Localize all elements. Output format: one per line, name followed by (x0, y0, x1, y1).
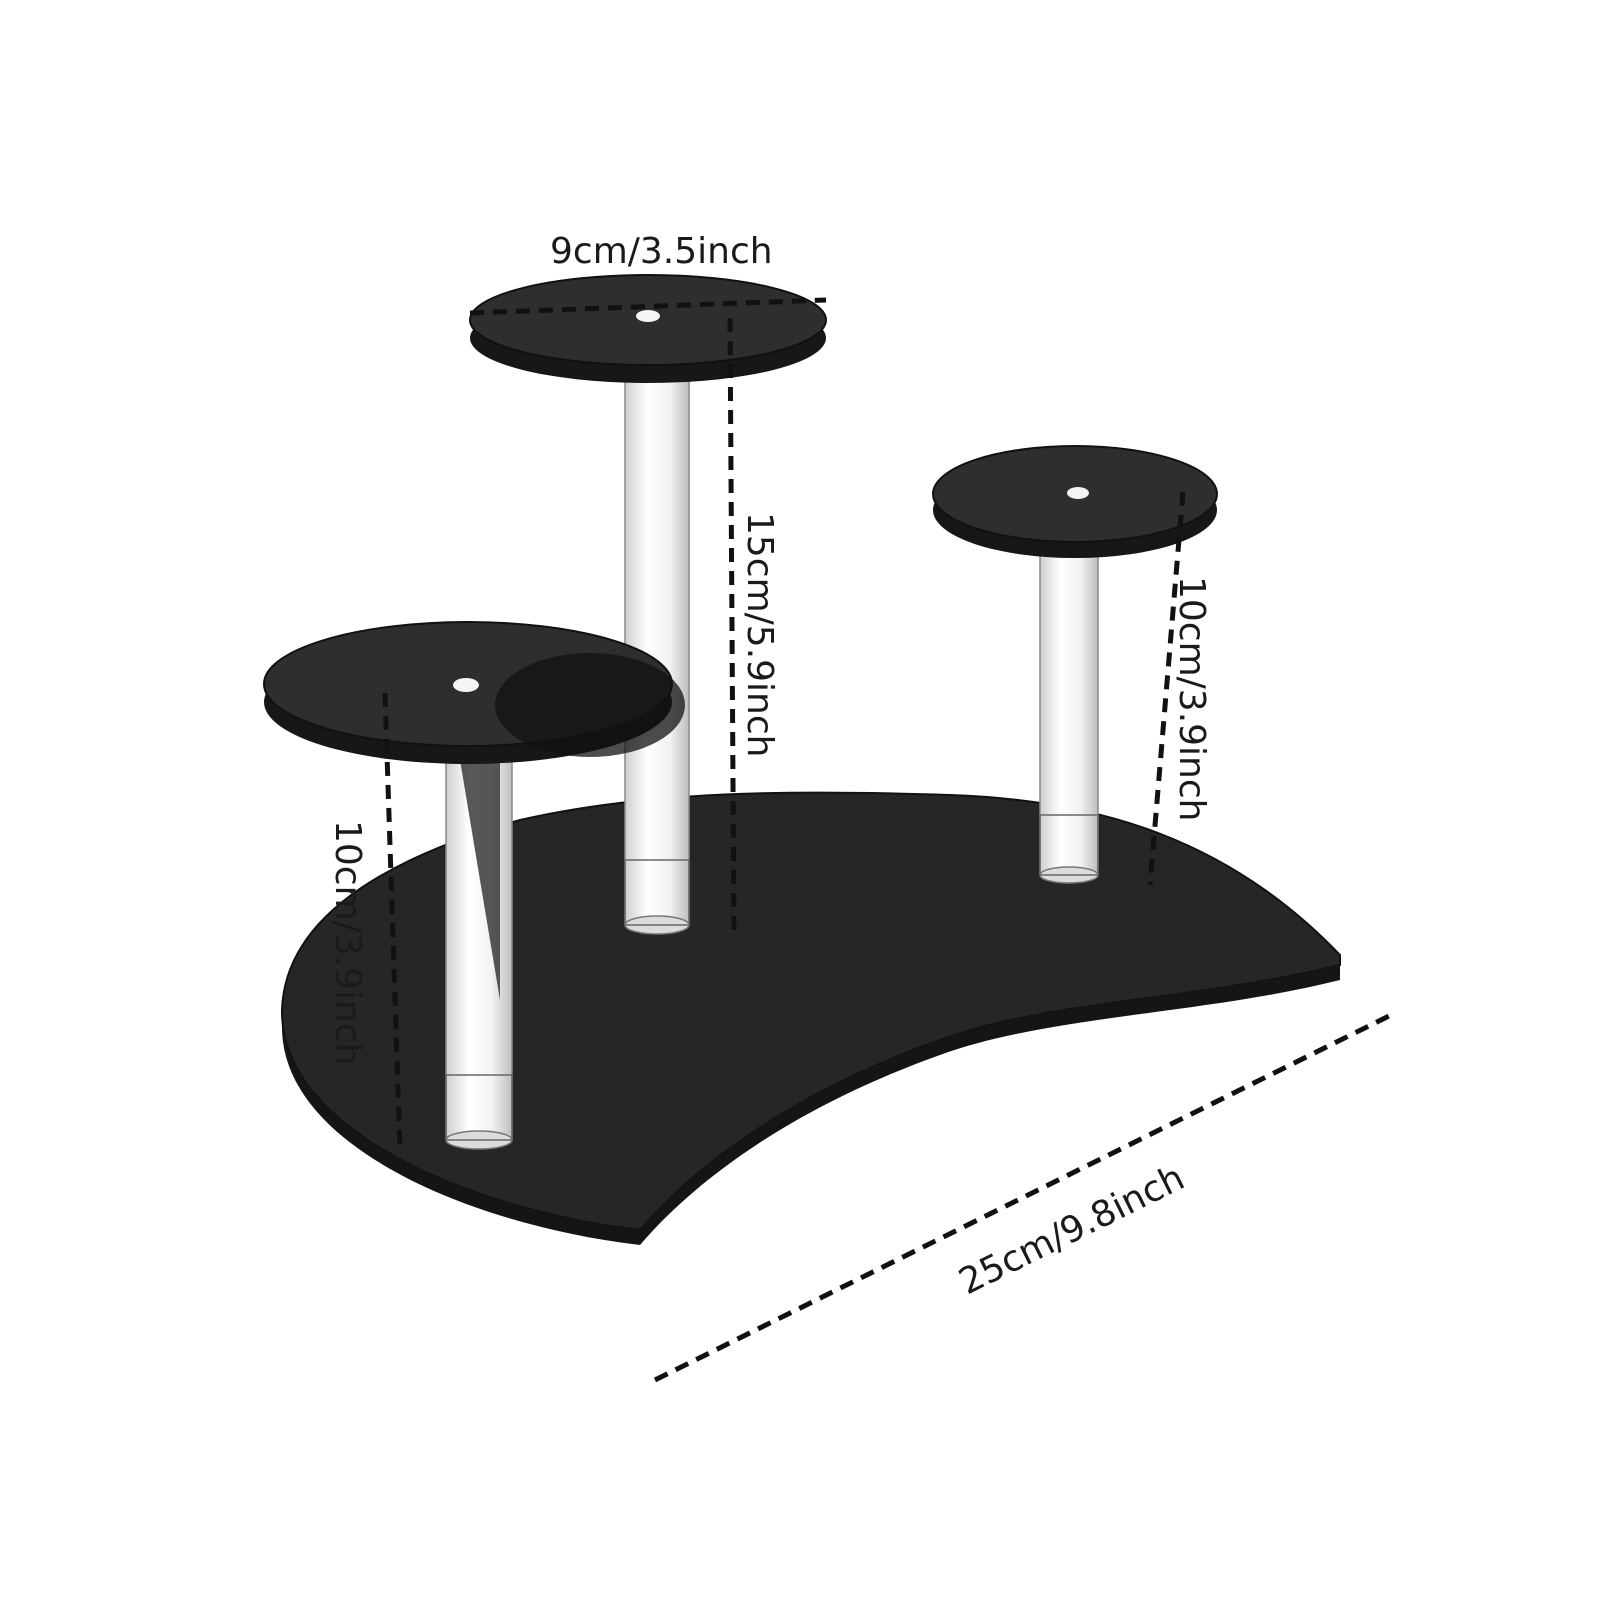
top-plate (469, 274, 827, 383)
left-rod-height-line (382, 692, 403, 1153)
right-rod-height-line (1147, 491, 1186, 886)
screw-hole-icon (636, 310, 660, 322)
left-rod-height-label: 10cm/3.9inch (327, 820, 368, 1065)
right-plate (932, 445, 1218, 558)
left-plate (263, 621, 685, 764)
right-rod (1039, 519, 1099, 884)
tall-rod-height-line (727, 317, 737, 939)
top-plate-diameter-label: 9cm/3.5inch (550, 231, 773, 272)
crescent-base (280, 791, 1341, 1245)
tall-rod-height-label: 15cm/5.9inch (739, 512, 780, 757)
screw-hole-icon (1067, 487, 1089, 499)
screw-hole-icon (453, 678, 479, 692)
right-rod-height-label: 10cm/3.9inch (1171, 576, 1212, 821)
tall-rod (624, 344, 690, 935)
top-plate-diameter-line (469, 297, 827, 316)
left-rod (445, 739, 513, 1150)
base-width-label: 25cm/9.8inch (953, 1157, 1191, 1303)
